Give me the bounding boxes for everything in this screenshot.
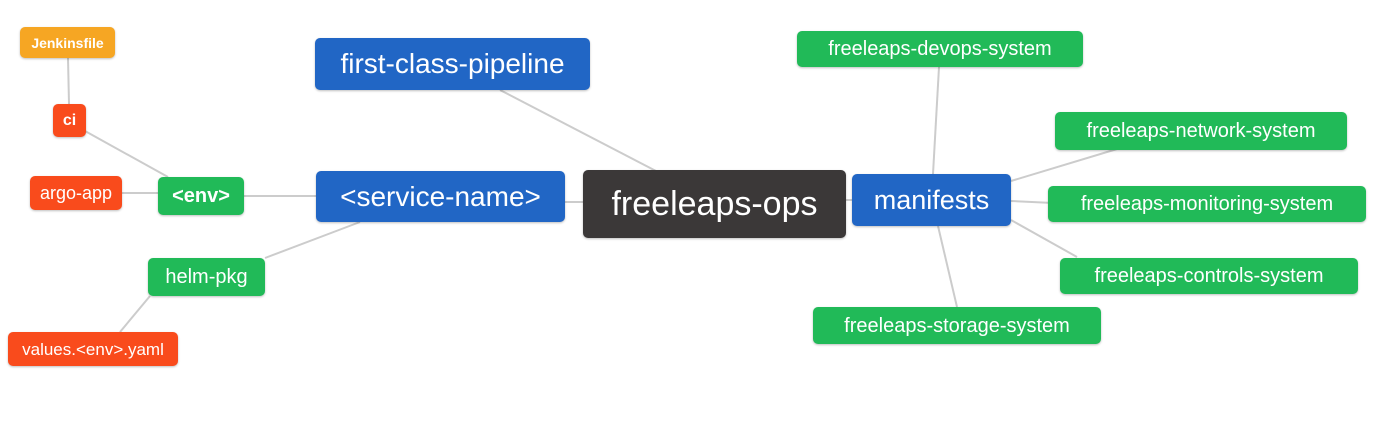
node-label: argo-app — [39, 183, 113, 203]
node-jenkinsfile[interactable]: Jenkinsfile — [20, 27, 115, 58]
edge-manifests-devops-system — [932, 66, 940, 175]
node-label: freeleaps-controls-system — [1094, 265, 1324, 287]
node-label: freeleaps-storage-system — [844, 314, 1070, 337]
node-monitoring-system[interactable]: freeleaps-monitoring-system — [1048, 186, 1366, 222]
node-label: manifests — [873, 184, 990, 215]
edge-manifests-controls-system — [1010, 219, 1078, 258]
node-storage-system[interactable]: freeleaps-storage-system — [813, 307, 1101, 344]
node-ci[interactable]: ci — [53, 104, 86, 137]
node-devops-system[interactable]: freeleaps-devops-system — [797, 31, 1083, 67]
node-network-system[interactable]: freeleaps-network-system — [1055, 112, 1347, 150]
node-env[interactable]: <env> — [158, 177, 244, 215]
edge-first-class-pipeline-freeleaps-ops — [499, 89, 657, 172]
node-label: freeleaps-monitoring-system — [1080, 193, 1334, 215]
node-label: freeleaps-ops — [611, 185, 818, 223]
node-label: values.<env>.yaml — [22, 339, 164, 359]
edge-helm-pkg-values-env-yaml — [119, 295, 151, 333]
edge-ci-env — [84, 130, 169, 178]
node-helm-pkg[interactable]: helm-pkg — [148, 258, 265, 296]
node-label: freeleaps-devops-system — [828, 38, 1052, 60]
node-label: <service-name> — [340, 180, 541, 212]
edge-manifests-storage-system — [937, 225, 958, 308]
edge-service-name-helm-pkg — [264, 221, 361, 259]
edge-manifests-network-system — [1010, 148, 1118, 182]
node-argo-app[interactable]: argo-app — [30, 176, 122, 210]
node-service-name[interactable]: <service-name> — [316, 171, 565, 222]
edge-jenkinsfile-ci — [67, 57, 70, 105]
node-label: Jenkinsfile — [31, 34, 104, 51]
node-values-env-yaml[interactable]: values.<env>.yaml — [8, 332, 178, 366]
node-label: freeleaps-network-system — [1086, 120, 1316, 142]
node-manifests[interactable]: manifests — [852, 174, 1011, 226]
edge-manifests-monitoring-system — [1010, 200, 1054, 204]
node-label: helm-pkg — [165, 266, 248, 288]
node-label: first-class-pipeline — [340, 48, 565, 79]
node-label: <env> — [172, 185, 230, 207]
node-label: ci — [62, 111, 77, 129]
node-controls-system[interactable]: freeleaps-controls-system — [1060, 258, 1358, 294]
node-first-class-pipeline[interactable]: first-class-pipeline — [315, 38, 590, 90]
node-freeleaps-ops[interactable]: freeleaps-ops — [583, 170, 846, 238]
